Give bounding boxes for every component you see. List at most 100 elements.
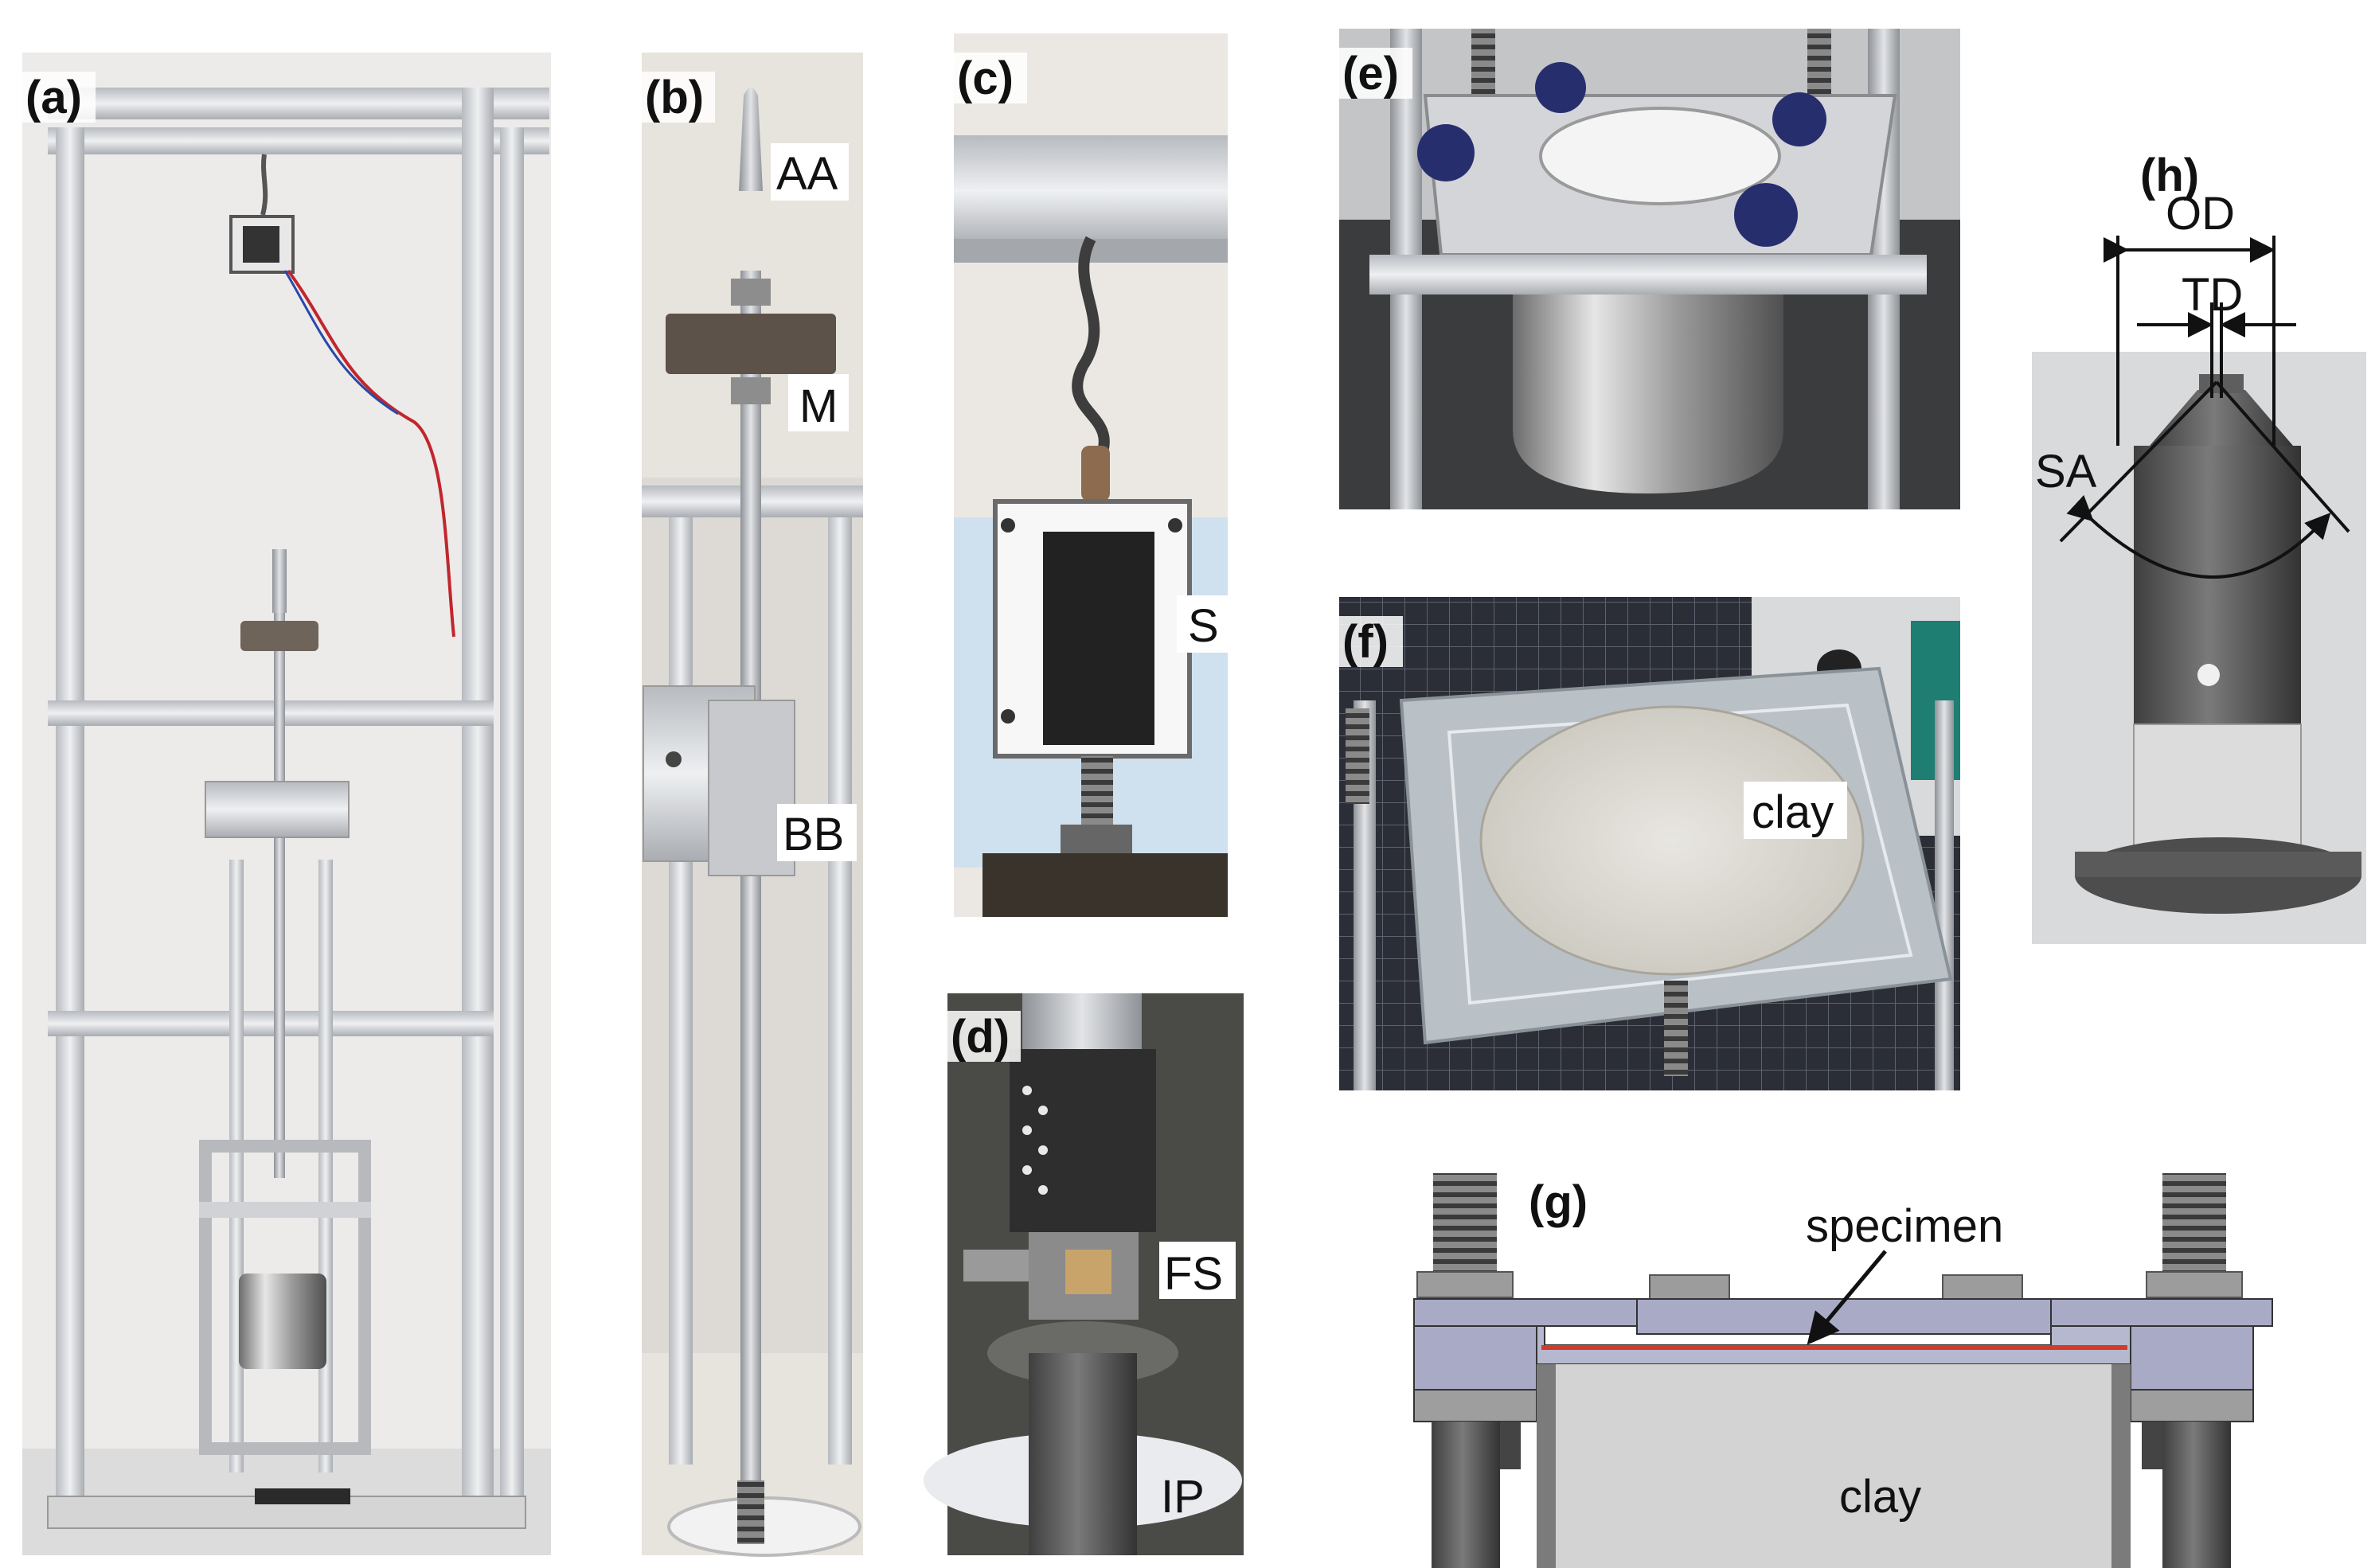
sa-arc <box>2066 494 2331 579</box>
panel-c: S (c) <box>954 33 1228 917</box>
frame-low-beam <box>48 1011 494 1036</box>
specimen-leader <box>1807 1250 1887 1345</box>
drop-rod <box>274 557 285 1178</box>
solenoid-coil-small <box>243 226 279 263</box>
g-bolt-left <box>1433 1173 1497 1272</box>
g-chamber-wall-right <box>2111 1364 2131 1568</box>
rod-nut-top <box>731 279 771 306</box>
panel-b-label: (b) <box>645 72 704 123</box>
label-bb: BB <box>783 809 844 860</box>
indenter-hole <box>2197 664 2220 686</box>
frame-left-rail <box>56 127 84 1496</box>
panel-e-label: (e) <box>1342 48 1399 99</box>
label-specimen: specimen <box>1806 1200 2003 1252</box>
drop-mass <box>240 621 318 651</box>
indenter-plug <box>1029 1353 1137 1555</box>
panel-c-label-bg <box>954 53 1027 103</box>
label-m-bg <box>788 374 849 431</box>
panel-a-label: (a) <box>25 72 82 123</box>
g-leg-right-2 <box>2142 1422 2162 1469</box>
force-sensor-sleeve <box>1010 1049 1156 1232</box>
label-s-bg <box>1177 595 1228 653</box>
indenter-base-rim <box>2075 852 2361 877</box>
g-chamber-right-flange <box>2130 1389 2254 1422</box>
panel-h: OD TD SA (h) <box>2032 150 2366 944</box>
solenoid-screw-1 <box>1001 518 1015 532</box>
panel-f-bolt-2 <box>1664 981 1688 1076</box>
knob-2 <box>1772 92 1826 146</box>
label-aa-bg <box>771 143 849 201</box>
g-lower-plate-left <box>1413 1325 1537 1391</box>
hanging-rope <box>260 154 268 216</box>
solenoid-screw-2 <box>1001 709 1015 724</box>
bearing-block-small <box>205 781 350 838</box>
rod-nut-bottom <box>731 377 771 404</box>
base-opening <box>255 1488 350 1504</box>
g-lower-plate-right <box>2130 1325 2254 1391</box>
panel-d-top-rod <box>1022 993 1142 1049</box>
knob-3 <box>1417 124 1475 181</box>
panel-b: AA M BB (b) <box>642 53 863 1557</box>
force-sensor-hex <box>1065 1250 1111 1294</box>
g-nut-right <box>2146 1271 2243 1298</box>
mass-disk <box>666 314 836 374</box>
panel-d: FS IP (d) <box>924 993 1244 1555</box>
guide-rail-left <box>229 860 244 1472</box>
label-clay-f-bg <box>1744 782 1847 839</box>
impactor-rod <box>740 271 761 1544</box>
knob-1 <box>1535 62 1586 113</box>
label-fs: FS <box>1164 1248 1223 1300</box>
sleeve-dots <box>1022 1086 1048 1195</box>
plate-opening <box>1539 107 1781 205</box>
frame-right-rail-2 <box>500 127 524 1496</box>
g-nut-left <box>1416 1271 1514 1298</box>
panel-a-label-bg <box>22 72 96 123</box>
panel-e: (e) <box>1339 29 1960 509</box>
panel-b-bg-rail-2 <box>828 509 852 1465</box>
mass-top <box>982 853 1228 917</box>
ceiling-rail <box>954 135 1228 247</box>
plunger-nut <box>1061 825 1132 853</box>
g-top-plate-mid <box>1636 1298 2052 1335</box>
panel-e-label-bg <box>1339 48 1412 99</box>
label-bb-bg <box>777 804 857 861</box>
panel-f-bolt-1 <box>1346 708 1369 804</box>
panel-b-bg-rail-1 <box>669 509 693 1465</box>
g-leg-left-2 <box>1500 1422 1521 1469</box>
panel-e-frame-bar <box>1369 255 1927 294</box>
g-nut-mid-right <box>1942 1274 2023 1300</box>
g-leg-right <box>2162 1422 2231 1568</box>
panel-c-label: (c) <box>957 53 1014 104</box>
indenter-cone <box>2150 390 2293 446</box>
frame-mid-beam <box>48 700 494 726</box>
label-ip: IP <box>1161 1471 1205 1523</box>
test-cup <box>239 1274 326 1369</box>
label-sa: SA <box>2035 446 2097 497</box>
panel-a: (a) <box>22 53 551 1555</box>
drop-rod-tip <box>272 549 287 613</box>
g-top-plate-right <box>2041 1298 2273 1327</box>
label-clay-g: clay <box>1839 1471 1921 1523</box>
g-chamber-left-flange <box>1413 1389 1537 1422</box>
label-clay-f: clay <box>1752 786 1834 838</box>
g-top-plate-left <box>1413 1298 1646 1327</box>
guide-rail-right <box>318 860 333 1472</box>
sensor-cable-connector <box>963 1250 1029 1281</box>
panel-e-cup <box>1513 294 1783 493</box>
test-box-top <box>199 1202 371 1218</box>
indenter-shaft <box>2134 446 2301 724</box>
label-fs-bg <box>1159 1242 1236 1299</box>
hook <box>1081 446 1110 501</box>
bearing-bolt <box>666 751 682 767</box>
rod-tip-cone <box>739 88 763 191</box>
panel-g: specimen clay (g) <box>1413 1173 2273 1568</box>
clay-surface <box>1479 705 1865 976</box>
panel-f-label: (f) <box>1342 616 1389 668</box>
panel-f-rod-right <box>1935 700 1954 1090</box>
g-chamber-wall-left <box>1537 1364 1556 1568</box>
g-nut-mid-left <box>1649 1274 1730 1300</box>
label-td: TD <box>2182 269 2243 321</box>
panel-f-label-bg <box>1339 616 1403 667</box>
test-box-frame <box>199 1140 371 1455</box>
solenoid-wire-blue <box>283 270 399 415</box>
